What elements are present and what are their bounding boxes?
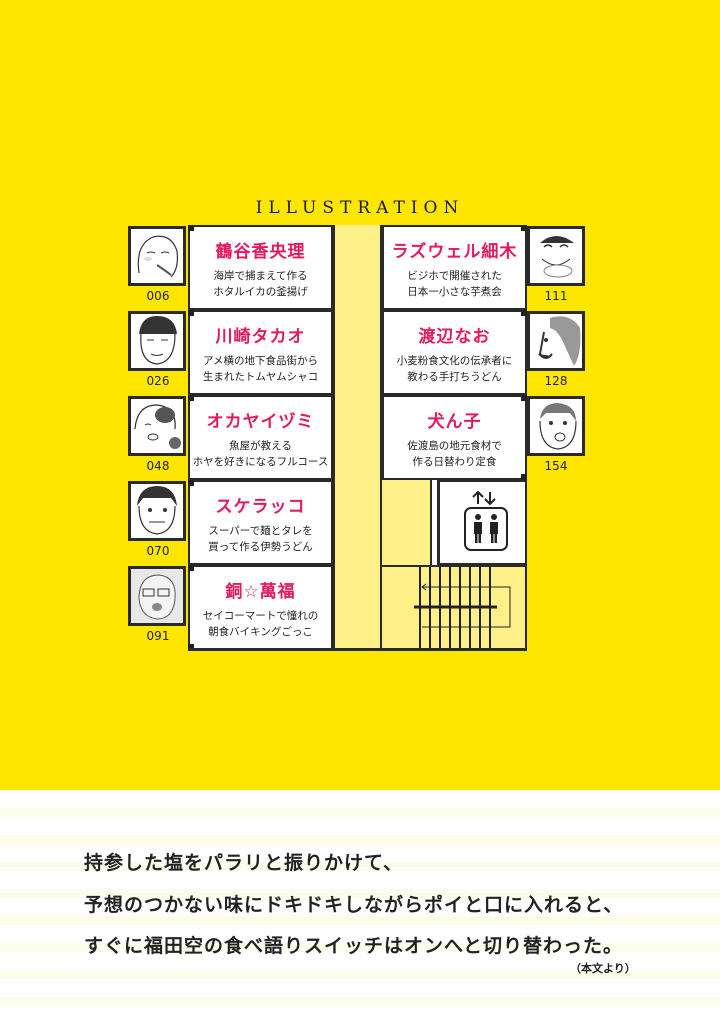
room-okaya[interactable]: オカヤイヅミ 魚屋が教える ホヤを好きになるフルコース <box>188 395 333 480</box>
artist-name: 犬ん子 <box>427 412 482 432</box>
face-illustration-icon <box>530 314 582 368</box>
story-title-line2: ホヤを好きになるフルコース <box>192 456 329 468</box>
quote-line-1: 持参した塩をパラリと振りかけて、 <box>84 852 404 874</box>
portrait-okaya <box>128 396 186 456</box>
page-number: 154 <box>544 459 568 473</box>
face-illustration-icon <box>131 569 183 623</box>
room-watanabe[interactable]: 渡辺なお 小麦粉食文化の伝承者に 教わる手打ちうどん <box>382 310 527 395</box>
artist-name: オカヤイヅミ <box>206 412 315 432</box>
story-title-line1: 小麦粉食文化の伝承者に <box>396 355 513 367</box>
face-illustration-icon <box>530 229 582 283</box>
artist-name: 銅☆萬福 <box>225 582 296 602</box>
wall-corner <box>521 474 527 480</box>
room-sukerakko[interactable]: スケラッコ スーパーで麺とタレを 買って作る伊勢うどん <box>188 480 333 565</box>
story-title-line2: ホタルイカの釜揚げ <box>213 286 308 298</box>
stairs <box>382 565 527 650</box>
floor-plan-bottom-wall <box>188 648 527 651</box>
story-title-line2: 生まれたトムヤムシャコ <box>202 371 319 383</box>
quote-line-3: すぐに福田空の食べ語りスイッチはオンへと切り替わった。 <box>84 935 624 957</box>
section-title: ILLUSTRATION <box>255 198 465 218</box>
page-number: 111 <box>544 289 568 303</box>
portrait-razuweru <box>527 226 585 286</box>
story-title-line1: 魚屋が教える <box>229 440 292 452</box>
room-tsurutani[interactable]: 鶴谷香央理 海岸で捕まえて作る ホタルイカの釜揚げ <box>188 225 333 310</box>
portrait-dou-manpuku <box>128 566 186 626</box>
artist-name: スケラッコ <box>215 497 306 517</box>
stairs-icon <box>414 567 511 648</box>
elevator <box>438 480 527 565</box>
portrait-tsurutani <box>128 226 186 286</box>
story-title-line2: 買って作る伊勢うどん <box>208 541 313 553</box>
face-illustration-icon <box>131 399 183 453</box>
room-kawasaki[interactable]: 川崎タカオ アメ横の地下食品街から 生まれたトムヤムシャコ <box>188 310 333 395</box>
elevator-door-wall <box>430 480 438 565</box>
wall-corner <box>188 395 194 401</box>
story-title-line1: 海岸で捕まえて作る <box>213 270 308 282</box>
wall-corner <box>188 310 194 316</box>
portrait-sukerakko <box>128 481 186 541</box>
story-title-line2: 作る日替わり定食 <box>412 456 497 468</box>
page-number: 048 <box>146 459 170 473</box>
story-title-line1: アメ横の地下食品街から <box>203 355 318 367</box>
story-title-line2: 日本一小さな芋煮会 <box>407 286 502 298</box>
story-title-line1: スーパーで麺とタレを <box>208 525 313 537</box>
portrait-inunko <box>527 396 585 456</box>
artist-name: ラズウェル細木 <box>391 242 518 262</box>
quote-source: （本文より） <box>570 962 636 975</box>
story-title-line1: セイコーマートで憧れの <box>202 610 319 622</box>
lower-corridor <box>382 480 430 565</box>
room-razuweru[interactable]: ラズウェル細木 ビジホで開催された 日本一小さな芋煮会 <box>382 225 527 310</box>
elevator-icon <box>464 490 508 551</box>
portrait-kawasaki <box>128 311 186 371</box>
page-number: 128 <box>544 374 568 388</box>
page-number: 091 <box>146 629 170 643</box>
story-title-line1: ビジホで開催された <box>407 270 502 282</box>
wall-corner <box>521 310 527 316</box>
page-number: 026 <box>146 374 170 388</box>
room-inunko[interactable]: 犬ん子 佐渡島の地元食材で 作る日替わり定食 <box>382 395 527 480</box>
wall-corner <box>188 644 194 650</box>
artist-name: 鶴谷香央理 <box>215 242 306 262</box>
wall-corner <box>188 225 194 231</box>
wall-corner <box>188 565 194 571</box>
wall-corner <box>521 225 527 231</box>
story-title-line1: 佐渡島の地元食材で <box>407 440 502 452</box>
face-illustration-icon <box>530 399 582 453</box>
quote-line-2: 予想のつかない味にドキドキしながらポイと口に入れると、 <box>84 894 624 916</box>
artist-name: 渡辺なお <box>418 327 491 347</box>
story-title-line2: 教わる手打ちうどん <box>407 371 502 383</box>
page-number: 070 <box>146 544 170 558</box>
artist-name: 川崎タカオ <box>215 327 306 347</box>
face-illustration-icon <box>131 314 183 368</box>
room-dou-manpuku[interactable]: 銅☆萬福 セイコーマートで憧れの 朝食バイキングごっこ <box>188 565 333 650</box>
corridor <box>333 225 382 650</box>
face-illustration-icon <box>131 484 183 538</box>
page-number: 006 <box>146 289 170 303</box>
story-title-line2: 朝食バイキングごっこ <box>208 626 313 638</box>
striped-quote-area <box>0 790 720 1024</box>
wall-corner <box>521 395 527 401</box>
wall-corner <box>188 480 194 486</box>
face-illustration-icon <box>131 229 183 283</box>
portrait-watanabe <box>527 311 585 371</box>
